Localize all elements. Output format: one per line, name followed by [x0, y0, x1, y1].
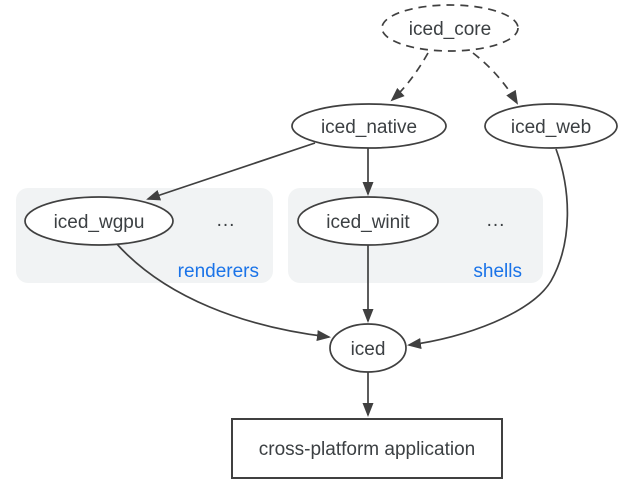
iced-label: iced	[351, 339, 386, 360]
iced-native-label: iced_native	[321, 117, 417, 138]
edge-iced_core-iced_native	[390, 52, 429, 102]
node-iced: iced	[329, 323, 407, 373]
iced-web-ellipse	[484, 103, 618, 149]
iced-wgpu-ellipse	[24, 196, 174, 246]
edge-iced_wgpu-iced	[115, 242, 331, 342]
node-iced-native: iced_native	[291, 103, 447, 149]
iced-wgpu-label: iced_wgpu	[54, 212, 145, 233]
iced-winit-label: iced_winit	[326, 212, 410, 233]
application-label: cross-platform application	[259, 439, 475, 460]
node-application: cross-platform application	[231, 418, 503, 479]
node-iced-web: iced_web	[484, 103, 618, 149]
shells-ellipsis: ...	[487, 210, 506, 231]
iced-native-ellipse	[291, 103, 447, 149]
iced-ellipse	[329, 323, 407, 373]
iced-web-label: iced_web	[511, 117, 591, 138]
node-iced-core: iced_core	[381, 4, 519, 52]
renderers-ellipsis: ...	[217, 210, 236, 231]
edge-iced_core-iced_web	[472, 52, 519, 105]
iced-core-label: iced_core	[409, 19, 491, 40]
node-iced-winit: iced_winit	[297, 196, 439, 246]
edge-iced_native-iced_wgpu	[146, 142, 316, 201]
iced-core-ellipse	[381, 4, 519, 52]
node-iced-wgpu: iced_wgpu	[24, 196, 174, 246]
shells-group-label: shells	[473, 261, 522, 282]
application-rect	[231, 418, 503, 479]
renderers-group-label: renderers	[178, 261, 259, 282]
edge-iced_web-iced	[407, 148, 569, 349]
iced-winit-ellipse	[297, 196, 439, 246]
